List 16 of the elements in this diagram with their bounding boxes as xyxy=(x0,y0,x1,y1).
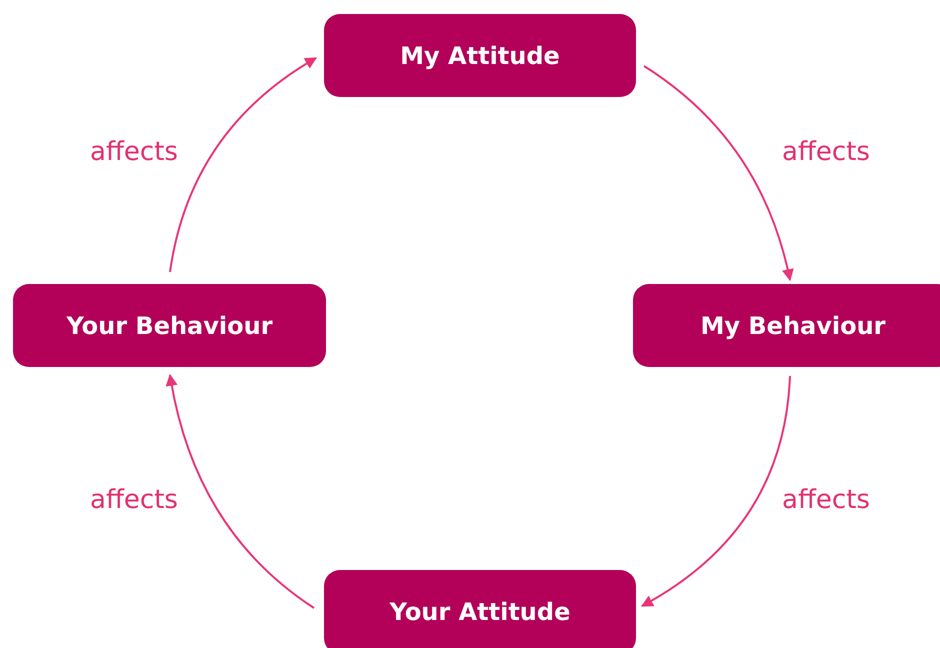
rounded-box xyxy=(633,284,940,367)
curved-arrow xyxy=(169,57,318,272)
box-label: My Behaviour xyxy=(700,312,886,340)
rounded-box xyxy=(324,14,636,97)
curved-arrow xyxy=(640,376,791,607)
rounded-box xyxy=(324,570,636,648)
edge-label: affects xyxy=(782,485,870,515)
curved-arrow xyxy=(166,374,315,609)
edge-label: affects xyxy=(782,137,870,167)
curved-arrow xyxy=(643,65,794,282)
edge-label: affects xyxy=(90,485,178,515)
rounded-box xyxy=(13,284,326,367)
edge-label: affects xyxy=(90,137,178,167)
box-label: Your Behaviour xyxy=(66,312,273,340)
box-label: Your Attitude xyxy=(390,598,570,626)
box-label: My Attitude xyxy=(400,42,560,70)
